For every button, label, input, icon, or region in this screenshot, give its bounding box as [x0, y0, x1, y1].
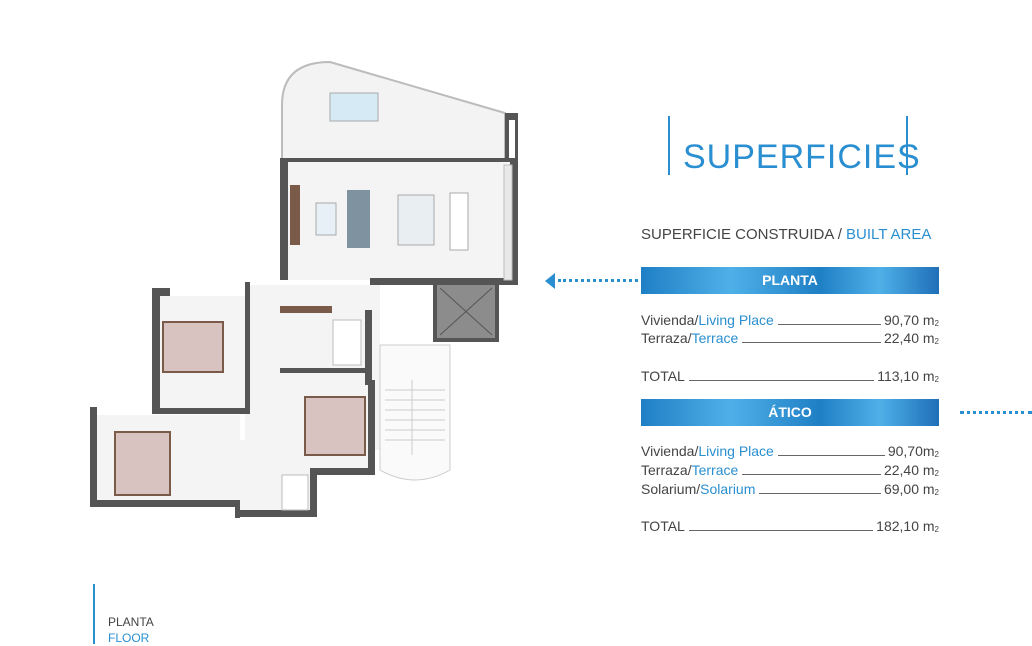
- value: 113,10 m: [877, 368, 935, 384]
- arrow-left-icon: [545, 273, 555, 289]
- label-en: Living Place: [698, 312, 774, 328]
- value: 22,40 m: [883, 330, 935, 346]
- label-es: Solarium: [641, 481, 697, 497]
- label-es: Terraza: [641, 462, 688, 478]
- unit-sup: 2: [934, 488, 939, 497]
- unit-sup: 2: [934, 337, 939, 346]
- terrace: [281, 60, 506, 161]
- floor-label: PLANTA FLOOR: [108, 614, 154, 646]
- value: 90,70m: [887, 443, 935, 459]
- unit-sup: 2: [934, 450, 939, 459]
- floor-label-es: PLANTA: [108, 615, 154, 629]
- label-es: Vivienda: [641, 312, 695, 328]
- sep: /: [687, 462, 692, 478]
- sep: /: [696, 481, 701, 497]
- page-title: SUPERFICIES: [683, 138, 921, 176]
- subtitle-en: BUILT AREA: [846, 226, 932, 243]
- dining-table: [397, 194, 435, 246]
- total-label: TOTAL: [641, 368, 685, 384]
- sep: /: [687, 330, 692, 346]
- label-en: Terrace: [691, 330, 739, 346]
- label-en: Terrace: [691, 462, 739, 478]
- subtitle-es: SUPERFICIE CONSTRUIDA: [641, 226, 834, 243]
- title-right-bar: [906, 116, 908, 175]
- label-es: Vivienda: [641, 443, 695, 459]
- unit-sup: 2: [934, 469, 939, 478]
- value: 90,70 m: [883, 312, 935, 328]
- atico-pointer: [960, 411, 1032, 414]
- bed-2: [114, 431, 171, 496]
- floor-label-bar: [93, 584, 95, 644]
- planta-header: PLANTA: [641, 267, 939, 294]
- label-en: Solarium: [700, 481, 756, 497]
- unit-sup: 2: [934, 375, 939, 384]
- unit-sup: 2: [934, 525, 939, 534]
- atico-header: ÁTICO: [641, 399, 939, 426]
- value: 69,00 m: [883, 481, 935, 497]
- total-label: TOTAL: [641, 518, 685, 534]
- sep: /: [694, 443, 699, 459]
- value: 22,40 m: [883, 462, 935, 478]
- bed-1: [162, 321, 224, 373]
- label-es: Terraza: [641, 330, 688, 346]
- kitchen-island: [449, 192, 469, 251]
- unit-sup: 2: [934, 319, 939, 328]
- sep: /: [694, 312, 699, 328]
- tv-unit: [290, 185, 300, 245]
- shower: [281, 474, 309, 511]
- sofa: [347, 190, 370, 248]
- kitchen-counter: [503, 164, 513, 281]
- terrace-table: [329, 92, 379, 122]
- coffee-table: [315, 202, 337, 236]
- bed-3: [304, 396, 366, 456]
- label-en: Living Place: [698, 443, 774, 459]
- subtitle: SUPERFICIE CONSTRUIDA / BUILT AREA: [641, 226, 931, 243]
- subtitle-sep: /: [833, 226, 847, 243]
- stairs: [379, 344, 451, 481]
- value: 182,10 m: [876, 518, 935, 534]
- floor-label-en: FLOOR: [108, 631, 150, 645]
- title-left-bar: [668, 116, 670, 175]
- planta-pointer: [558, 279, 638, 282]
